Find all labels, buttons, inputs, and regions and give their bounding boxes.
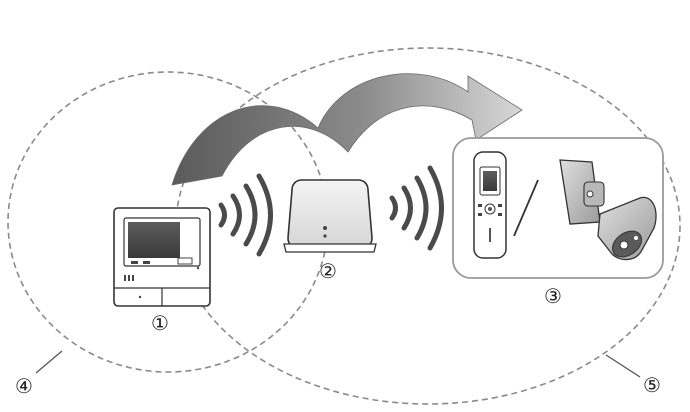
- main-monitor-icon: [113, 207, 211, 307]
- callout-repeater-range: ⑤: [643, 373, 661, 397]
- wireless-repeater-icon: [283, 179, 377, 253]
- svg-text:①: ①: [151, 311, 169, 335]
- device-separator: [513, 179, 539, 237]
- wireless-camera-icon: [559, 159, 657, 261]
- curved-arrow-icon: [171, 73, 523, 186]
- monitor-range-leader: [35, 350, 63, 374]
- svg-text:②: ②: [319, 259, 337, 283]
- callout-monitor: ①: [151, 311, 169, 335]
- callout-monitor-range: ④: [15, 374, 33, 398]
- repeater-range-leader: [605, 354, 641, 378]
- wireless-signal-icon: [389, 165, 444, 251]
- svg-text:④: ④: [15, 374, 33, 398]
- svg-text:③: ③: [544, 284, 562, 308]
- wireless-handset-icon: [473, 151, 507, 259]
- svg-text:⑤: ⑤: [643, 373, 661, 397]
- wireless-signal-icon: [218, 173, 273, 257]
- callout-repeater: ②: [319, 259, 337, 283]
- callout-devices: ③: [544, 284, 562, 308]
